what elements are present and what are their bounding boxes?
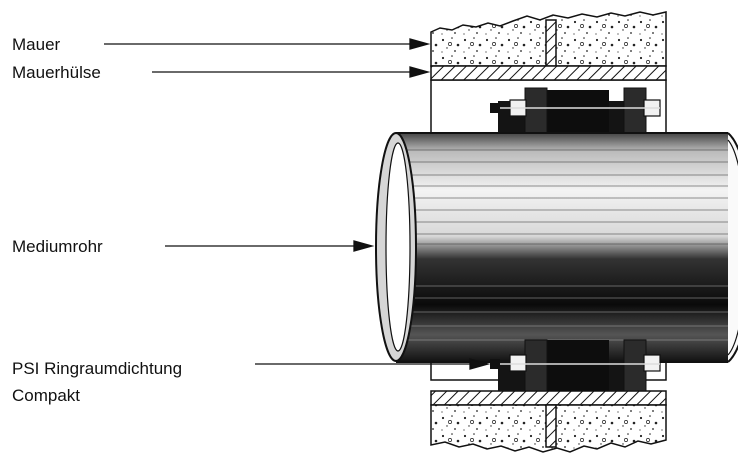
- pipe: [375, 132, 738, 363]
- label-seal-line1: PSI Ringraumdichtung: [12, 359, 183, 378]
- label-sleeve: Mauerhülse: [12, 63, 101, 82]
- seal-bottom: [490, 339, 661, 392]
- label-pipe: Mediumrohr: [12, 237, 103, 256]
- weld-stub-bottom: [545, 404, 557, 448]
- weld-stub-top: [545, 19, 557, 67]
- label-wall: Mauer: [12, 35, 61, 54]
- sleeve-bottom: [430, 390, 667, 406]
- sleeve-top: [430, 65, 667, 81]
- pipe-right-end: [727, 132, 738, 363]
- label-seal-line2: Compakt: [12, 386, 81, 405]
